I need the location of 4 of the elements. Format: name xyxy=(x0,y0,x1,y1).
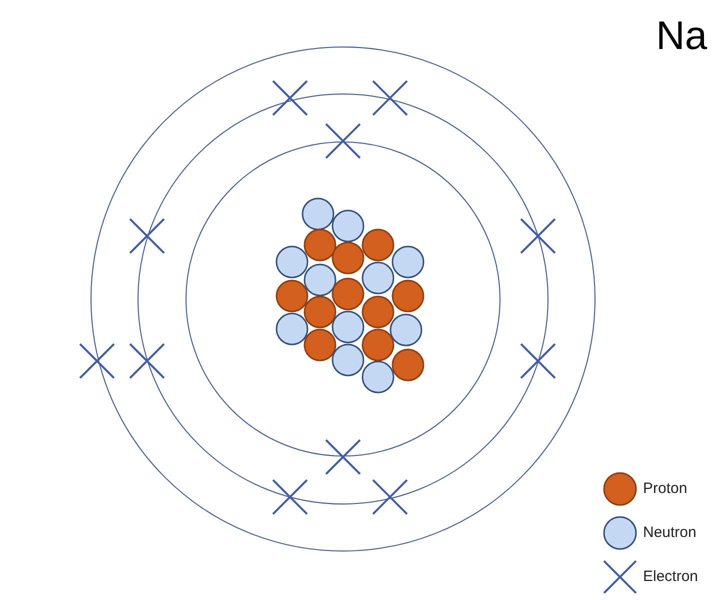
legend-label: Neutron xyxy=(643,523,696,543)
legend-label: Electron xyxy=(643,567,698,587)
legend-label: Proton xyxy=(643,479,688,499)
element-symbol-title: Na xyxy=(656,13,708,60)
